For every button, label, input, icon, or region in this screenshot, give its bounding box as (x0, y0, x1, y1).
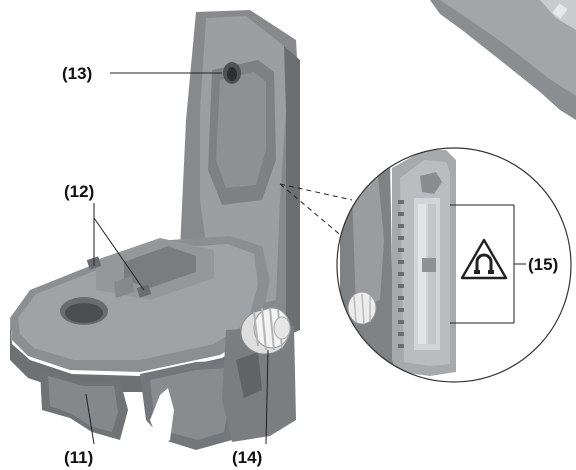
zoom-leader-lines (279, 183, 353, 239)
callout-13: (13) (62, 64, 92, 83)
callout-15: (15) (528, 255, 558, 274)
callout-11: (11) (64, 448, 93, 467)
callout-12: (12) (64, 182, 94, 201)
zoom-detail-circle (336, 147, 572, 383)
callout-leaders (85, 72, 269, 445)
callout-14: (14) (232, 448, 262, 467)
wall-mount-bracket (10, 10, 300, 450)
laser-device-corner (430, 0, 576, 120)
locking-knob (240, 307, 291, 355)
magnet-warning-icon (460, 238, 508, 280)
